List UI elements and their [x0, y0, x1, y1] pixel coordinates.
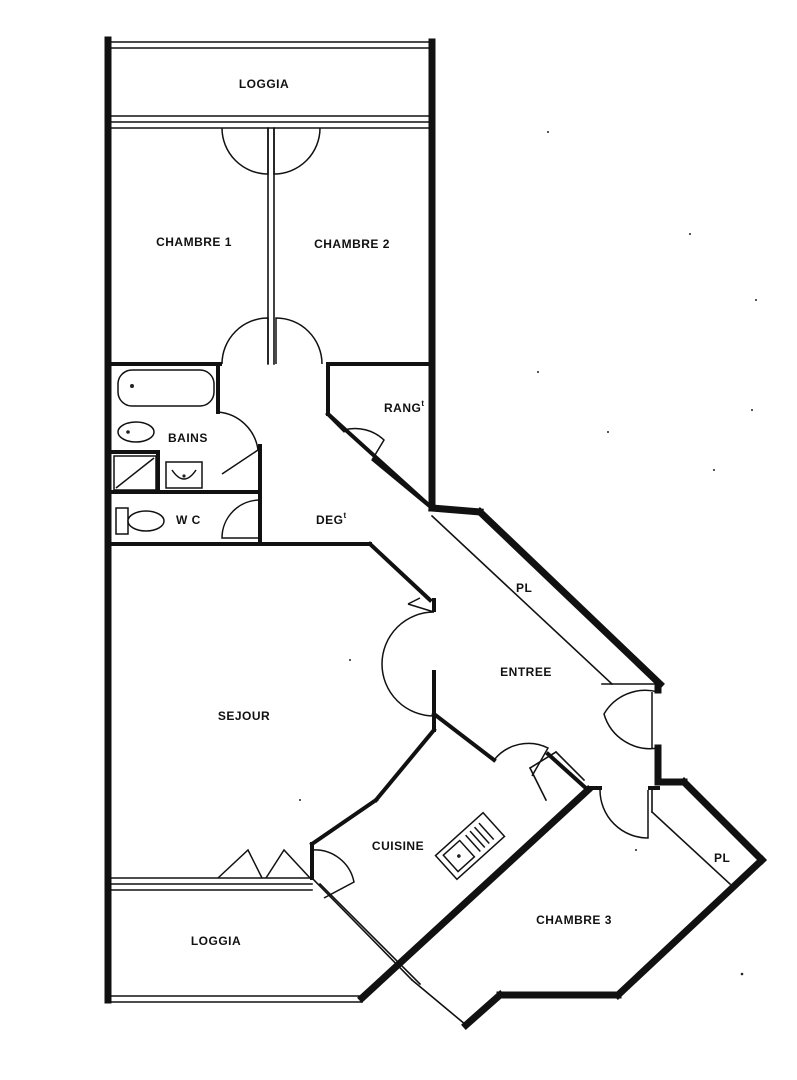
label-degagement-text: DEG: [316, 513, 344, 527]
label-placard-entree: PL: [516, 581, 532, 595]
label-sejour: SEJOUR: [218, 709, 270, 723]
door-cuisine-loggia: [311, 849, 355, 899]
door-sejour-loggia-right: [265, 848, 311, 879]
door-cuisine: [493, 742, 550, 777]
label-chambre2: CHAMBRE 2: [314, 237, 390, 251]
door-sejour-loggia-left: [217, 848, 263, 879]
label-degagement-sup: t: [344, 511, 347, 520]
label-chambre1: CHAMBRE 1: [156, 235, 232, 249]
doors: [217, 127, 659, 899]
room-labels: LOGGIA CHAMBRE 1 CHAMBRE 2 RANGt BAINS W…: [156, 77, 730, 948]
scan-specks: [299, 131, 757, 976]
door-chambre1-loggia: [221, 127, 269, 175]
door-sejour: [381, 611, 435, 717]
label-rangement: RANGt: [384, 399, 425, 415]
label-loggia-bottom: LOGGIA: [191, 934, 241, 948]
exterior-walls: [104, 36, 767, 1030]
interior-walls: [106, 127, 732, 886]
label-degagement: DEGt: [316, 511, 347, 527]
label-entree: ENTREE: [500, 665, 552, 679]
kitchen-sink: [434, 811, 506, 881]
fixtures: [113, 369, 506, 881]
washbasin: [165, 461, 203, 489]
toilet: [115, 507, 129, 535]
door-chambre2-loggia: [273, 127, 321, 175]
door-rangement: [343, 427, 385, 461]
bidet: [117, 421, 155, 443]
label-rangement-text: RANG: [384, 401, 421, 415]
door-chambre1: [221, 317, 269, 365]
door-entree: [603, 689, 659, 750]
door-chambre3: [599, 789, 649, 839]
label-chambre3: CHAMBRE 3: [536, 913, 612, 927]
label-rangement-sup: t: [421, 399, 424, 408]
label-cuisine: CUISINE: [372, 839, 424, 853]
label-bains: BAINS: [168, 431, 208, 445]
door-wc: [221, 499, 261, 539]
label-wc: W C: [176, 513, 201, 527]
label-placard-chambre3: PL: [714, 851, 730, 865]
label-loggia-top: LOGGIA: [239, 77, 289, 91]
door-bains: [217, 411, 259, 475]
door-chambre2: [275, 317, 323, 365]
bathtub: [117, 369, 215, 407]
